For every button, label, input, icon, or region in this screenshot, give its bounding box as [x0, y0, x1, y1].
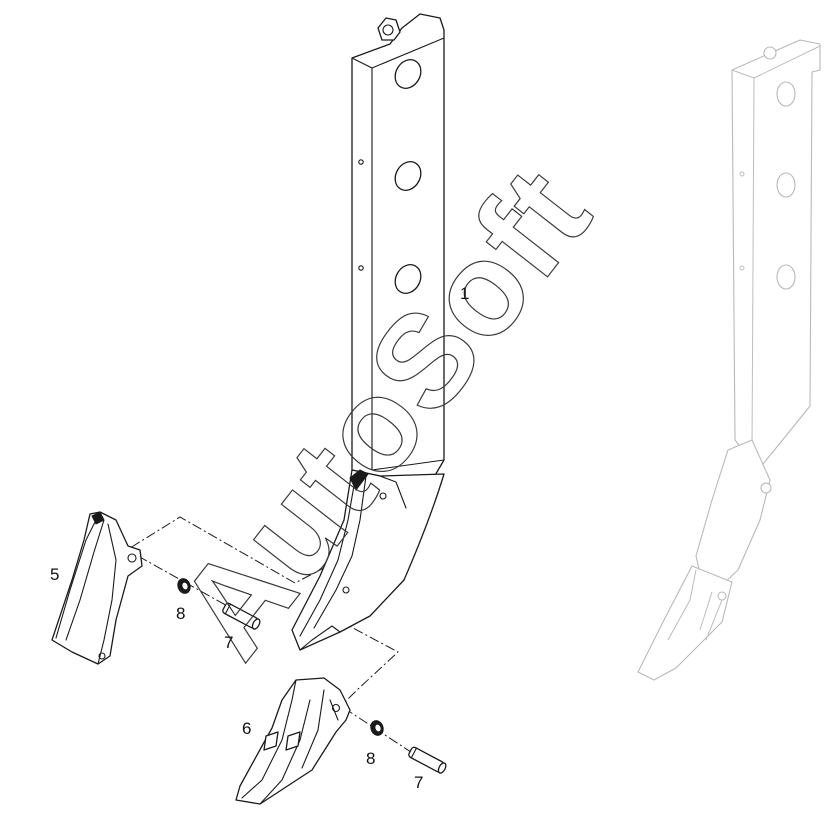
pin-lower: [408, 746, 447, 774]
callout-shank: 1: [460, 284, 469, 303]
callout-tip: 6: [242, 719, 251, 738]
shank-nose: [291, 469, 445, 651]
shank-hole: [394, 161, 422, 191]
callout-shank-protector: 5: [50, 565, 59, 584]
retainer-upper: [177, 578, 191, 594]
callout-retainer-lower: 8: [366, 749, 375, 768]
retainer-lower: [370, 720, 384, 736]
pin-upper: [222, 602, 261, 630]
assembled-view-ghost: [637, 39, 821, 681]
tip: [235, 677, 351, 805]
callout-pin-lower: 7: [414, 773, 423, 792]
callout-pin-upper: 7: [224, 633, 233, 652]
callout-retainer-upper: 8: [176, 604, 185, 623]
shank-hole: [394, 59, 422, 89]
shank: [351, 13, 445, 541]
shank-protector: [51, 511, 143, 665]
shank-hole: [394, 264, 422, 294]
